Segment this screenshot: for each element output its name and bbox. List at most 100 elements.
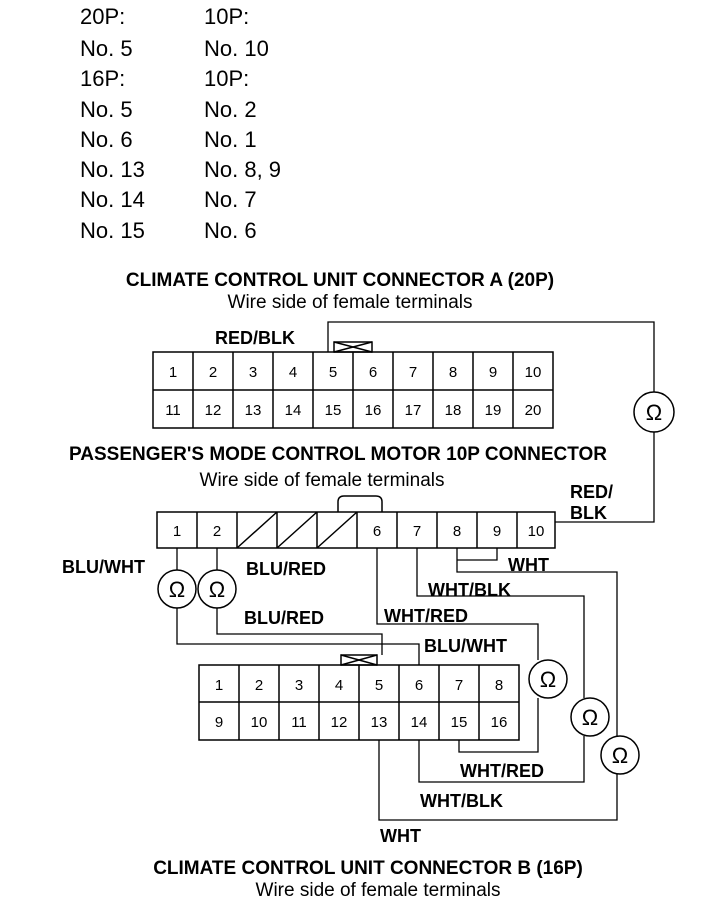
connector-b-title: CLIMATE CONTROL UNIT CONNECTOR B (16P) <box>153 858 583 879</box>
ohmmeters <box>157 391 675 775</box>
ohm-icon: Ω <box>169 577 185 602</box>
connector-a-pin: 1 <box>169 364 177 381</box>
wire-label-wht-red-bottom: WHT/RED <box>460 761 544 781</box>
connector-b-pin: 12 <box>331 714 348 731</box>
connector-b-pin: 3 <box>295 677 303 694</box>
connector-a-title: CLIMATE CONTROL UNIT CONNECTOR A (20P) <box>126 270 554 291</box>
pin-table-r1-c1: No. 10 <box>204 36 269 61</box>
ohmmeter-wht <box>600 735 640 775</box>
connector-b-pin: 5 <box>375 677 383 694</box>
pin-table-r4-c0: No. 6 <box>80 127 133 152</box>
wire-label-wht-red-top: WHT/RED <box>384 606 468 626</box>
ohm-icon: Ω <box>209 577 225 602</box>
wire-label-blu-red-2: BLU/RED <box>244 608 324 628</box>
wire-label-blu-wht-mid: BLU/WHT <box>424 636 507 656</box>
wire-label-blu-wht-left: BLU/WHT <box>62 557 145 577</box>
pin-table-r0-c0: 20P: <box>80 4 125 29</box>
connector-a-pin: 5 <box>329 364 337 381</box>
connector-b-pins: 1 2 3 4 5 6 7 8 9 10 11 12 13 14 15 16 <box>215 677 508 731</box>
connector-a-pin: 4 <box>289 364 297 381</box>
motor-pin: 9 <box>493 523 501 540</box>
wire-wht-red <box>376 548 539 660</box>
pin-table-r0-c1: 10P: <box>204 4 249 29</box>
wire-label-red-blk-a: RED/BLK <box>215 328 295 348</box>
pin-table-r3-c0: No. 5 <box>80 97 133 122</box>
connector-a-pin: 19 <box>485 402 502 419</box>
connector-a-pins: 1 2 3 4 5 6 7 8 9 10 11 12 13 14 15 16 1… <box>165 364 541 419</box>
connector-a-pin: 10 <box>525 364 542 381</box>
motor-connector-subtitle: Wire side of female terminals <box>200 470 445 491</box>
ohm-icon: Ω <box>540 667 556 692</box>
connector-a-pin: 9 <box>489 364 497 381</box>
connector-b-pin: 13 <box>371 714 388 731</box>
ohm-icon: Ω <box>582 705 598 730</box>
pin-table-r2-c0: 16P: <box>80 66 125 91</box>
wire-label-wht-top: WHT <box>508 555 549 575</box>
connector-a-pin: 17 <box>405 402 422 419</box>
connector-a-pin: 7 <box>409 364 417 381</box>
ohm-icon: Ω <box>646 400 662 425</box>
wire-red-blk <box>327 321 655 392</box>
pin-table-r6-c0: No. 14 <box>80 187 145 212</box>
connector-b-pin: 4 <box>335 677 343 694</box>
connector-a-pin: 16 <box>365 402 382 419</box>
connector-a-pin: 8 <box>449 364 457 381</box>
motor-pin: 10 <box>528 523 545 540</box>
ohmmeter-red-blk <box>633 391 675 433</box>
ohm-icon: Ω <box>612 743 628 768</box>
connector-a-pin: 15 <box>325 402 342 419</box>
pin-table-r7-c0: No. 15 <box>80 218 145 243</box>
wire-wht-blk-lower <box>418 736 585 783</box>
connector-b-pin: 6 <box>415 677 423 694</box>
wire-blu-red-lower <box>216 608 383 655</box>
connector-a-pin: 3 <box>249 364 257 381</box>
wire-label-blu-red-1: BLU/RED <box>246 559 326 579</box>
connector-a-pin: 12 <box>205 402 222 419</box>
connector-a-pin: 6 <box>369 364 377 381</box>
connector-b-pin: 16 <box>491 714 508 731</box>
connector-b-pin: 2 <box>255 677 263 694</box>
wire-red-blk-lower <box>555 432 655 523</box>
connector-b-pin: 11 <box>291 714 307 731</box>
connector-a-pin: 2 <box>209 364 217 381</box>
connector-b-pin: 9 <box>215 714 223 731</box>
wire-label-wht-blk-bottom: WHT/BLK <box>420 791 503 811</box>
motor-connector-title: PASSENGER'S MODE CONTROL MOTOR 10P CONNE… <box>69 444 607 465</box>
wire-wht-blk <box>416 548 585 698</box>
ohmmeter-blu-red <box>197 569 237 609</box>
pin-table-r3-c1: No. 2 <box>204 97 257 122</box>
wire-label-wht-blk-top: WHT/BLK <box>428 580 511 600</box>
motor-pin: 7 <box>413 523 421 540</box>
connector-a-pin: 11 <box>165 402 181 419</box>
connector-b-pin: 8 <box>495 677 503 694</box>
motor-pin: 2 <box>213 523 221 540</box>
connector-a-subtitle: Wire side of female terminals <box>228 292 473 313</box>
pin-table-r5-c0: No. 13 <box>80 157 145 182</box>
pin-table-r6-c1: No. 7 <box>204 187 257 212</box>
wire-label-red-blk-right-2: BLK <box>570 503 607 523</box>
wire-label-red-blk-right-1: RED/ <box>570 482 613 502</box>
connector-a <box>152 341 554 429</box>
connector-b <box>198 654 520 741</box>
ohmmeter-blu-wht <box>157 569 197 609</box>
ohmmeter-wht-blk <box>570 697 610 737</box>
connector-b-pin: 7 <box>455 677 463 694</box>
wire-wht-red-lower <box>458 698 539 753</box>
pin-table-r4-c1: No. 1 <box>204 127 257 152</box>
wire-wht-lower <box>378 740 618 821</box>
motor-pin: 1 <box>173 523 181 540</box>
connector-b-pin: 14 <box>411 714 428 731</box>
pin-table-r7-c1: No. 6 <box>204 218 257 243</box>
pin-table-r5-c1: No. 8, 9 <box>204 157 281 182</box>
wire-blu-wht-lower <box>176 608 420 665</box>
connector-a-pin: 13 <box>245 402 262 419</box>
pin-table-r1-c0: No. 5 <box>80 36 133 61</box>
motor-connector <box>156 495 556 549</box>
motor-pin: 8 <box>453 523 461 540</box>
wire-labels: RED/ BLK BLU/WHT BLU/RED BLU/RED WHT WHT… <box>62 482 613 846</box>
pin-table: 20P: 10P: No. 5 No. 10 16P: 10P: No. 5 N… <box>80 4 281 243</box>
wire-label-wht-bottom: WHT <box>380 826 421 846</box>
ohm-symbols: Ω Ω Ω Ω Ω Ω <box>169 400 662 768</box>
connector-b-pin: 15 <box>451 714 468 731</box>
